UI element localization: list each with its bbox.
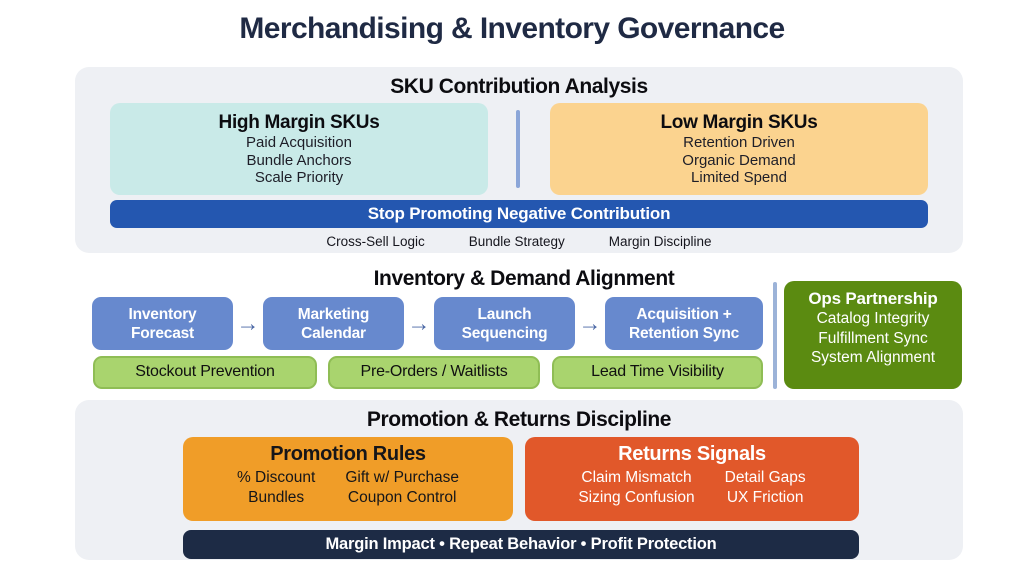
returns-signal-item: Detail Gaps [724,469,806,486]
margin-impact-banner: Margin Impact • Repeat Behavior • Profit… [183,530,859,559]
promotion-rules-title: Promotion Rules [270,443,426,465]
inventory-section-title: Inventory & Demand Alignment [373,267,675,290]
returns-signals-col1: Claim Mismatch Sizing Confusion [578,468,694,508]
tag-lead-time-visibility: Lead Time Visibility [552,356,763,389]
sku-footnotes-row: Cross-Sell Logic Bundle Strategy Margin … [75,234,963,249]
low-margin-title: Low Margin SKUs [660,112,818,133]
arrow-right-icon: → [236,310,260,336]
promotion-rules-col1: % Discount Bundles [237,468,315,508]
returns-signals-title: Returns Signals [618,443,766,465]
footnote-label: Cross-Sell Logic [326,234,425,249]
flow-step-line: Marketing [297,305,370,323]
arrow-right-icon: → [578,310,602,336]
low-margin-item: Organic Demand [682,151,796,169]
promotion-returns-panel: Promotion & Returns Discipline Promotion… [75,400,963,560]
promotion-rules-col2: Gift w/ Purchase Coupon Control [345,468,459,508]
promotion-rule-item: Bundles [248,489,305,506]
returns-signals-card: Returns Signals Claim Mismatch Sizing Co… [525,437,859,521]
footnote-label: Bundle Strategy [468,234,565,249]
returns-signals-columns: Claim Mismatch Sizing Confusion Detail G… [525,468,859,508]
returns-signals-col2: Detail Gaps UX Friction [725,468,806,508]
sku-vertical-divider [516,110,520,188]
flow-step-line: Inventory [128,305,197,323]
flow-step-marketing-calendar: Marketing Calendar [263,297,404,350]
low-margin-item: Limited Spend [691,169,787,186]
high-margin-item: Paid Acquisition [246,134,352,151]
low-margin-skus-card: Low Margin SKUs Retention Driven Organic… [550,103,928,195]
tag-stockout-prevention: Stockout Prevention [93,356,317,389]
high-margin-item: Scale Priority [254,169,344,186]
sku-section-title: SKU Contribution Analysis [390,75,648,98]
promotion-rule-item: Coupon Control [347,489,457,506]
ops-item: Catalog Integrity [816,310,930,327]
returns-signal-item: Sizing Confusion [578,489,695,506]
arrow-right-icon: → [407,310,431,336]
ops-partnership-title: Ops Partnership [808,289,938,308]
footnote-label: Margin Discipline [608,234,712,249]
flow-step-line: Acquisition + [636,305,732,323]
promotion-rule-item: % Discount [236,469,316,486]
flow-step-line: Sequencing [461,324,548,342]
returns-signal-item: Claim Mismatch [581,469,692,486]
tag-pre-orders-waitlists: Pre-Orders / Waitlists [328,356,540,389]
flow-step-line: Forecast [130,324,194,342]
sku-contribution-panel: SKU Contribution Analysis High Margin SK… [75,67,963,253]
high-margin-item: Bundle Anchors [246,151,352,169]
flow-step-line: Retention Sync [628,324,740,342]
ops-item: System Alignment [810,349,936,366]
ops-item: Fulfillment Sync [818,329,928,347]
flow-step-inventory-forecast: Inventory Forecast [92,297,233,350]
promo-section-title: Promotion & Returns Discipline [366,408,672,431]
promotion-rules-card: Promotion Rules % Discount Bundles Gift … [183,437,513,521]
page-title: Merchandising & Inventory Governance [239,12,785,45]
ops-vertical-divider [773,282,777,389]
promotion-rule-item: Gift w/ Purchase [345,469,460,486]
promotion-rules-columns: % Discount Bundles Gift w/ Purchase Coup… [183,468,513,508]
low-margin-item: Retention Driven [683,134,795,151]
ops-partnership-card: Ops Partnership Catalog Integrity Fulfil… [784,281,962,389]
high-margin-title: High Margin SKUs [218,112,380,133]
flow-step-line: Calendar [301,324,366,342]
flow-step-acquisition-retention-sync: Acquisition + Retention Sync [605,297,763,350]
flow-step-line: Launch [477,305,532,323]
high-margin-skus-card: High Margin SKUs Paid Acquisition Bundle… [110,103,488,195]
flow-step-launch-sequencing: Launch Sequencing [434,297,575,350]
inventory-flow-row: Inventory Forecast → Marketing Calendar … [92,297,763,350]
returns-signal-item: UX Friction [726,489,804,506]
stop-promoting-banner: Stop Promoting Negative Contribution [110,200,928,228]
